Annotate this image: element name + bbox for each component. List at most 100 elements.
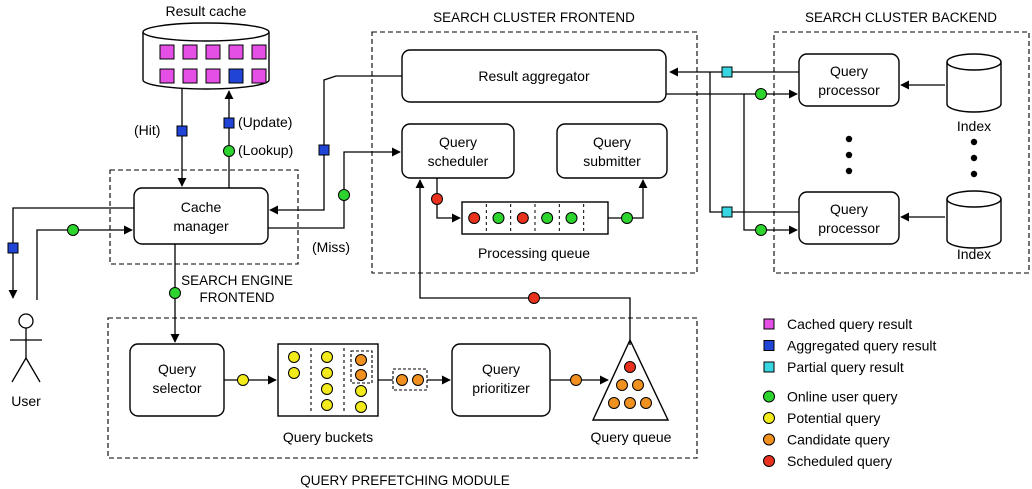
legend-item-label: Aggregated query result: [787, 338, 937, 354]
selected-bucket-highlight: [350, 350, 373, 384]
query-prefetching-region: [107, 317, 698, 459]
aggregated-result-marker: [7, 242, 19, 254]
legend-swatch: [763, 318, 775, 330]
candidate-query-dot: [624, 397, 636, 409]
cached-result-cell: [159, 44, 175, 60]
legend-item-label: Online user query: [787, 389, 898, 405]
online-query-marker: [67, 224, 79, 236]
candidate-query-dot: [355, 369, 367, 381]
legend-item-label: Candidate query: [787, 432, 890, 448]
partial-result-bottom-line: [709, 72, 799, 213]
legend-item-label: Scheduled query: [787, 453, 892, 469]
index-top-label: Index: [957, 118, 991, 134]
query-scheduler-label-line1: Query: [439, 134, 477, 150]
online-query-marker: [755, 224, 767, 236]
query-processor-bottom-label-line2: processor: [818, 220, 880, 236]
potential-query-dot: [288, 367, 300, 379]
scheduled-query-dot: [516, 212, 529, 224]
ellipsis-processors: [845, 135, 853, 175]
query-submitter-box: [556, 123, 668, 179]
processing-queue-label: Processing queue: [478, 245, 590, 261]
query-scheduler-box: [401, 123, 515, 179]
query-processor-top-label-line2: processor: [818, 82, 880, 98]
cached-result-cell: [159, 68, 175, 84]
legend-swatch: [763, 412, 775, 424]
cache-manager-label-line1: Cache: [181, 199, 222, 215]
search-cluster-backend-label: SEARCH CLUSTER BACKEND: [805, 10, 997, 25]
search-cluster-frontend-label: SEARCH CLUSTER FRONTEND: [433, 10, 635, 25]
query-selector-label-line1: Query: [158, 361, 196, 377]
query-processor-bottom-label-line1: Query: [830, 201, 868, 217]
query-prefetching-label: QUERY PREFETCHING MODULE: [300, 473, 510, 488]
potential-query-dot: [321, 399, 333, 411]
index-top: [946, 53, 1002, 113]
cached-result-cell: [182, 68, 198, 84]
candidate-query-marker: [570, 374, 582, 386]
aggregated-result-marker: [318, 144, 330, 156]
result-cache-label: Result cache: [166, 3, 247, 19]
query-dispatch-bottom-arrow: [666, 93, 798, 235]
query-processor-top-box: [798, 53, 900, 107]
index-bottom: [946, 190, 1002, 249]
result-cache: [142, 22, 270, 90]
user-icon: [10, 313, 42, 383]
update-label: (Update): [238, 114, 292, 130]
query-processor-top-label-line1: Query: [830, 63, 868, 79]
query-submitter-label-line2: submitter: [583, 153, 641, 169]
candidate-query-dot: [640, 397, 652, 409]
legend-item-label: Partial query result: [787, 359, 904, 375]
cached-result-cell: [228, 44, 244, 60]
candidate-query-dot: [616, 379, 628, 391]
online-query-dot: [565, 212, 578, 224]
online-query-marker: [755, 88, 767, 100]
candidate-query-dot: [608, 397, 620, 409]
legend-item-label: Potential query: [787, 410, 880, 426]
online-query-dot: [492, 212, 505, 224]
cached-result-cell: [251, 68, 267, 84]
online-query-marker: [621, 212, 633, 224]
cached-result-cell: [205, 44, 221, 60]
lookup-label: (Lookup): [238, 142, 293, 158]
miss-label: (Miss): [312, 239, 350, 255]
partial-result-marker: [721, 206, 733, 218]
miss-arrow: [268, 147, 401, 229]
hit-label: (Hit): [134, 122, 160, 138]
scheduled-query-dot: [468, 212, 481, 224]
cached-result-cell: [182, 44, 198, 60]
cache-manager-box: [133, 187, 269, 245]
legend-swatch: [763, 455, 775, 467]
scheduled-query-marker: [528, 292, 540, 304]
potential-query-marker: [237, 374, 249, 386]
potential-query-dot: [321, 383, 333, 395]
queue-to-submitter-arrow: [608, 179, 648, 219]
query-prioritizer-label-line2: prioritizer: [472, 380, 530, 396]
ellipsis-indexes: [970, 138, 978, 178]
query-buckets-label: Query buckets: [283, 429, 373, 445]
query-prioritizer-label-line1: Query: [482, 361, 520, 377]
aggregated-result-marker: [223, 117, 235, 129]
candidate-query-marker: [396, 374, 408, 386]
candidate-query-dot: [632, 379, 644, 391]
user-result-arrow: [8, 207, 134, 299]
user-label: User: [11, 393, 41, 409]
legend-swatch: [763, 361, 775, 373]
query-queue-label: Query queue: [591, 429, 672, 445]
potential-query-dot: [321, 351, 333, 363]
legend-item-label: Cached query result: [787, 316, 912, 332]
legend-swatch: [763, 340, 775, 351]
scheduled-query-dot: [624, 361, 636, 373]
search-engine-frontend-label-line2: FRONTEND: [200, 290, 275, 305]
partial-result-marker: [721, 66, 733, 78]
candidate-query-dot: [355, 354, 367, 366]
online-query-marker: [223, 145, 235, 157]
aggregated-result-arrow: [269, 75, 402, 215]
potential-query-dot: [288, 351, 300, 363]
result-aggregator-label: Result aggregator: [478, 68, 590, 84]
candidate-query-marker: [412, 374, 424, 386]
user-query-arrow: [36, 225, 133, 300]
online-query-marker: [338, 189, 350, 201]
potential-query-dot: [355, 401, 367, 413]
search-engine-frontend-region: [109, 169, 299, 265]
